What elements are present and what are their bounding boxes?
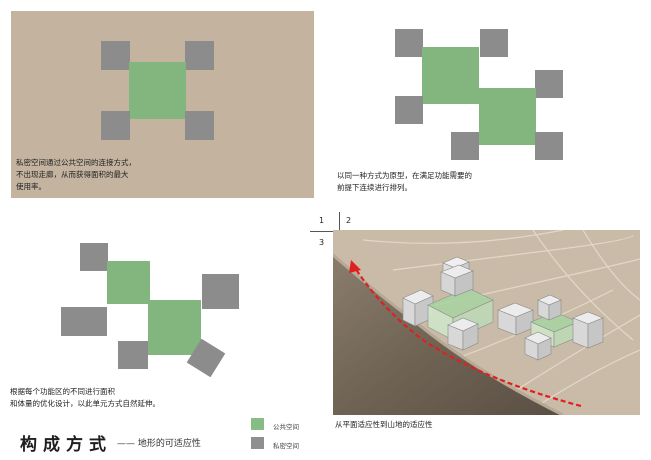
private-space-block (535, 70, 563, 98)
caption-panel-4: 从平面适应性到山地的适应性 (335, 420, 433, 429)
private-space-block (101, 41, 130, 70)
page-subtitle: —— 地形的可适应性 (117, 439, 201, 449)
grid-number: 3 (319, 238, 325, 247)
private-space-block (80, 243, 108, 271)
public-space-block (129, 62, 186, 119)
legend-swatch-private (251, 437, 264, 449)
private-space-block (395, 29, 423, 57)
private-space-block (185, 111, 214, 140)
private-space-block (395, 96, 423, 124)
legend-swatch-public (251, 418, 264, 430)
page-title: 构成方式 (20, 435, 112, 455)
private-space-block (61, 307, 107, 336)
public-space-block (148, 300, 201, 355)
private-space-block (101, 111, 130, 140)
private-space-block (118, 341, 148, 369)
diagram-panel-2 (390, 25, 570, 165)
caption-panel-2: 以同一种方式为原型，在满足功能需要的 前提下连续进行排列。 (337, 171, 472, 192)
public-space-block (422, 47, 479, 104)
public-space-block (479, 88, 536, 145)
legend-label-private: 私密空间 (273, 442, 299, 450)
private-space-block (451, 132, 479, 160)
diagram-panel-3 (55, 238, 245, 383)
public-space-block (107, 261, 150, 304)
private-space-block (185, 41, 214, 70)
caption-panel-3: 根据每个功能区的不同进行面积 和体量的优化设计，以此单元方式自然延伸。 (10, 387, 160, 408)
diagram-panel-1: 私密空间通过公共空间的连接方式， 不出现走廊，从而获得面积的最大 使用率。 (11, 11, 314, 198)
grid-number: 1 (319, 216, 325, 225)
legend-label-public: 公共空间 (273, 423, 299, 431)
grid-number: 2 (346, 216, 352, 225)
grid-divider (310, 231, 340, 232)
private-space-block (202, 274, 239, 309)
private-space-block (480, 29, 508, 57)
caption-panel-1: 私密空间通过公共空间的连接方式， 不出现走廊，从而获得面积的最大 使用率。 (16, 158, 136, 191)
terrain-perspective (333, 230, 640, 415)
private-space-block (535, 132, 563, 160)
